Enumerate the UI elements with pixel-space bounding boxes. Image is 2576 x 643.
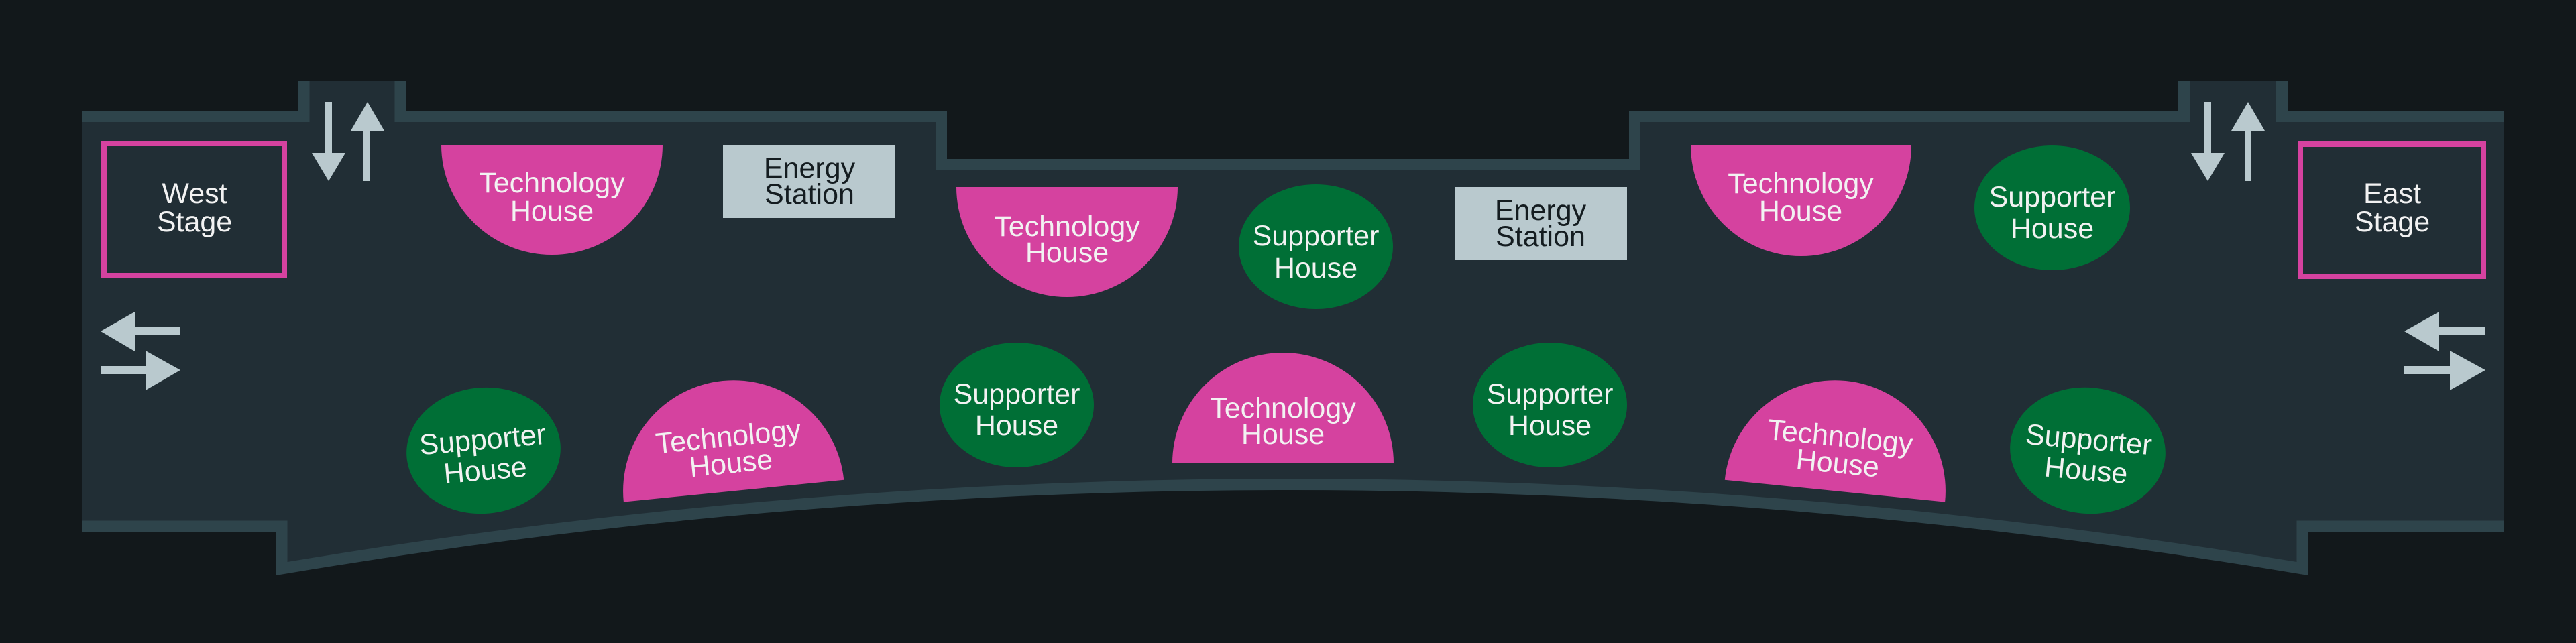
technology-house-label: House	[1759, 195, 1842, 227]
supporter-house[interactable]: Supporter House	[401, 381, 566, 520]
energy-station-box	[723, 145, 895, 218]
technology-house[interactable]: Technology House	[612, 370, 844, 502]
supporter-house-label: Supporter	[1989, 181, 2116, 213]
technology-house[interactable]: Technology House	[956, 187, 1178, 297]
west-stage-box	[101, 141, 287, 278]
arrow-down-icon	[312, 102, 345, 181]
arrow-right-icon	[101, 351, 180, 390]
supporter-house-label: House	[1274, 252, 1357, 284]
supporter-house-label: House	[2011, 213, 2094, 245]
supporter-house-label: House	[1508, 410, 1591, 442]
west-stage-label: West	[162, 178, 227, 210]
supporter-house[interactable]: Supporter House	[940, 343, 1094, 467]
supporter-house[interactable]: Supporter House	[2005, 381, 2171, 520]
east-stage-box	[2298, 141, 2486, 279]
technology-house[interactable]: Technology House	[1691, 145, 1911, 256]
arrow-right-icon	[2404, 351, 2485, 390]
wall-bottom	[82, 479, 2504, 576]
north-west-entrance-arrows	[312, 102, 384, 181]
supporter-house[interactable]: Supporter House	[1239, 184, 1393, 309]
supporter-house-shape	[1473, 343, 1627, 467]
arrow-up-icon	[2231, 102, 2265, 181]
technology-house[interactable]: Technology House	[1724, 370, 1956, 502]
supporter-house-label: Supporter	[1487, 378, 1614, 410]
technology-house-label: Technology	[479, 167, 625, 199]
technology-house-shape	[623, 380, 844, 502]
wall-top-left	[82, 81, 310, 122]
east-stage-label: Stage	[2355, 206, 2430, 238]
energy-station-label: Station	[765, 178, 854, 211]
east-entrance-arrows	[2404, 312, 2485, 390]
walls	[82, 81, 2504, 576]
technology-house-label: Technology	[1210, 392, 1356, 424]
wall-top-right	[2276, 81, 2504, 122]
wall-top-middle	[394, 81, 2190, 170]
supporter-house-shape	[1974, 145, 2130, 270]
technology-house-label: Technology	[1728, 168, 1874, 200]
energy-station-label: Energy	[764, 152, 856, 184]
technology-house[interactable]: Technology House	[1172, 353, 1394, 463]
energy-station[interactable]: Energy Station	[1455, 187, 1627, 260]
energy-station[interactable]: Energy Station	[723, 145, 895, 218]
technology-house-shape	[1691, 145, 1911, 256]
east-stage[interactable]: East Stage	[2298, 141, 2486, 279]
arrow-up-icon	[351, 102, 384, 181]
arrow-left-icon	[101, 312, 180, 351]
supporter-house-label: House	[443, 451, 528, 491]
technology-house-shape	[1172, 353, 1394, 463]
energy-station-label: Energy	[1495, 194, 1587, 227]
north-east-entrance-arrows	[2191, 102, 2265, 181]
supporter-house-label: Supporter	[954, 378, 1080, 410]
technology-house-shape	[956, 187, 1178, 297]
supporter-house-shape	[1239, 184, 1393, 309]
supporter-house-label: House	[975, 410, 1058, 442]
supporter-house-shape	[406, 387, 561, 514]
west-entrance-arrows	[101, 312, 180, 390]
supporter-house[interactable]: Supporter House	[1974, 145, 2130, 270]
arrow-left-icon	[2404, 312, 2485, 351]
technology-house-shape	[441, 145, 663, 255]
arrow-down-icon	[2191, 102, 2225, 181]
technology-house-label: House	[1241, 418, 1325, 451]
east-stage-label: East	[2363, 178, 2421, 210]
technology-house-label: Technology	[994, 211, 1140, 243]
technology-house-shape	[1724, 380, 1946, 502]
supporter-house-label: Supporter	[1253, 220, 1380, 252]
technology-house-label: House	[1025, 237, 1109, 269]
supporter-house-label: House	[2043, 451, 2129, 491]
energy-station-label: Station	[1496, 221, 1585, 253]
energy-station-box	[1455, 187, 1627, 260]
supporter-house[interactable]: Supporter House	[1473, 343, 1627, 467]
supporter-house-shape	[940, 343, 1094, 467]
west-stage-label: Stage	[157, 206, 232, 238]
technology-house-label: House	[510, 195, 594, 227]
west-stage[interactable]: West Stage	[101, 141, 287, 278]
technology-house[interactable]: Technology House	[441, 145, 663, 255]
supporter-house-shape	[2010, 387, 2166, 514]
